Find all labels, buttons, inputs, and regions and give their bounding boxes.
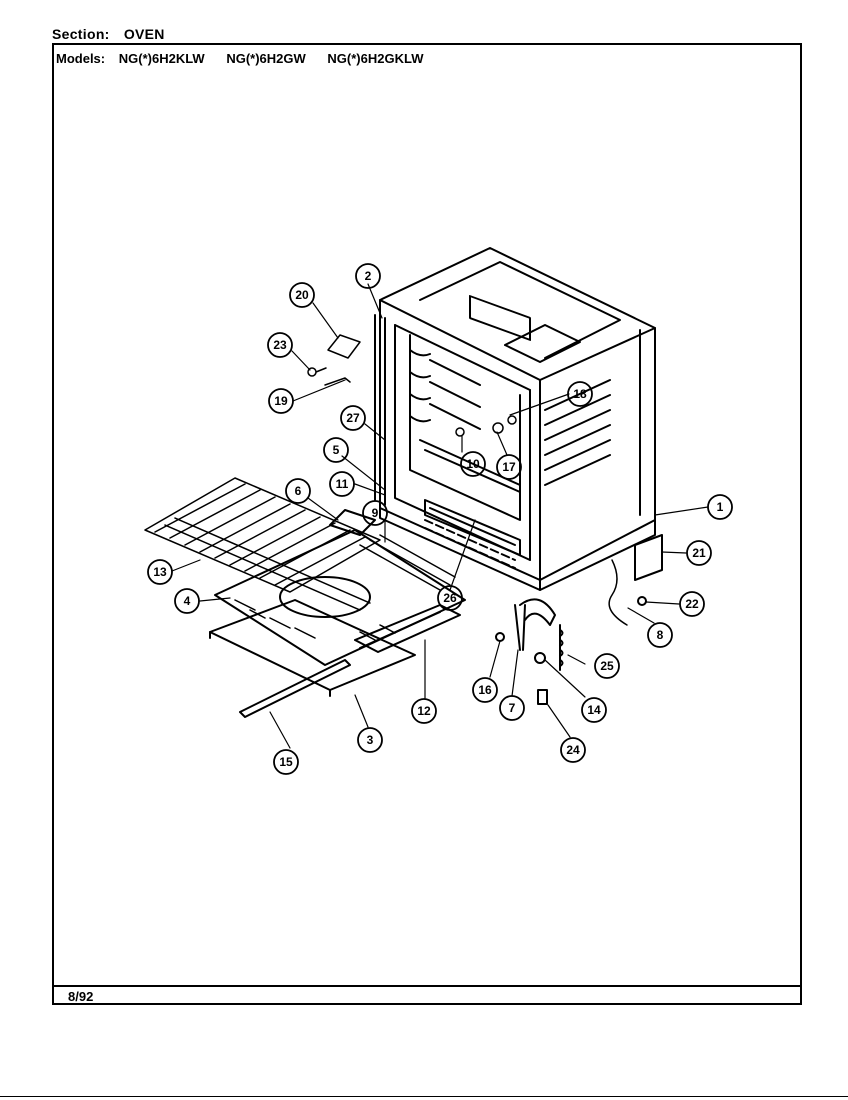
callout-number: 22: [685, 597, 699, 611]
callout-16: 16: [472, 677, 498, 703]
callout-14: 14: [581, 697, 607, 723]
callout-number: 21: [692, 546, 706, 560]
lower-panel: [209, 599, 416, 697]
page-bottom-divider: [0, 1096, 848, 1097]
callout-7: 7: [499, 695, 525, 721]
side-bracket: [608, 534, 663, 626]
callout-21: 21: [686, 540, 712, 566]
door-hinge: [495, 598, 564, 705]
callout-number: 27: [346, 411, 360, 425]
ignitor-parts: [307, 334, 361, 386]
callout-number: 9: [372, 506, 379, 520]
callout-23: 23: [267, 332, 293, 358]
callout-number: 10: [466, 457, 480, 471]
burner-shield: [329, 509, 376, 536]
callout-17: 17: [496, 454, 522, 480]
models-label: Models:: [56, 51, 106, 66]
callout-11: 11: [329, 471, 355, 497]
section-label: Section:: [52, 26, 110, 42]
callout-number: 16: [478, 683, 492, 697]
callout-25: 25: [594, 653, 620, 679]
callout-number: 12: [417, 704, 431, 718]
oven-rack: [144, 477, 381, 611]
callout-15: 15: [273, 749, 299, 775]
callout-number: 26: [443, 591, 457, 605]
callout-22: 22: [679, 591, 705, 617]
callout-number: 7: [509, 701, 516, 715]
callout-4: 4: [174, 588, 200, 614]
callout-5: 5: [323, 437, 349, 463]
callout-number: 19: [274, 394, 288, 408]
callout-19: 19: [268, 388, 294, 414]
callout-number: 15: [279, 755, 293, 769]
callout-number: 23: [273, 338, 287, 352]
section-value: OVEN: [123, 26, 165, 42]
leader-lines: [171, 283, 709, 749]
footer-date: 8/92: [68, 989, 94, 1004]
callouts: 1 2 3 4 5 6 7 8 9 10 11 12 13 14 15 16 1…: [147, 263, 733, 775]
callout-number: 20: [295, 288, 309, 302]
model-number: NG(*)6H2GKLW: [327, 51, 424, 66]
callout-number: 3: [367, 733, 374, 747]
callout-8: 8: [647, 622, 673, 648]
oven-bottom: [214, 529, 466, 666]
callout-13: 13: [147, 559, 173, 585]
thermostat-parts: [455, 415, 517, 437]
callout-number: 5: [333, 443, 340, 457]
callout-number: 25: [600, 659, 614, 673]
callout-number: 4: [184, 594, 191, 608]
diagram-frame: Models: NG(*)6H2KLW NG(*)6H2GW NG(*)6H2G…: [52, 43, 802, 1005]
front-frame: [374, 314, 386, 506]
footer-divider: [54, 985, 800, 987]
callout-6: 6: [285, 478, 311, 504]
callout-number: 14: [587, 703, 601, 717]
callout-24: 24: [560, 737, 586, 763]
callout-9: 9: [362, 500, 388, 526]
callout-number: 11: [336, 477, 349, 491]
model-number: NG(*)6H2GW: [226, 51, 306, 66]
models-header: Models: NG(*)6H2KLW NG(*)6H2GW NG(*)6H2G…: [56, 51, 441, 66]
slide-rail: [239, 659, 351, 718]
callout-number: 13: [153, 565, 167, 579]
callout-number: 8: [657, 628, 664, 642]
callout-12: 12: [411, 698, 437, 724]
callout-18: 18: [567, 381, 593, 407]
callout-27: 27: [340, 405, 366, 431]
callout-number: 24: [566, 743, 580, 757]
callout-20: 20: [289, 282, 315, 308]
callout-number: 6: [295, 484, 302, 498]
callout-26: 26: [437, 585, 463, 611]
section-header: Section: OVEN: [52, 26, 165, 42]
callout-number: 18: [573, 387, 587, 401]
broiler-pan: [354, 604, 461, 653]
model-number: NG(*)6H2KLW: [118, 51, 205, 66]
callout-number: 2: [365, 269, 372, 283]
callout-1: 1: [707, 494, 733, 520]
callout-number: 1: [717, 500, 724, 514]
callout-3: 3: [357, 727, 383, 753]
callout-10: 10: [460, 451, 486, 477]
callout-2: 2: [355, 263, 381, 289]
callout-number: 17: [502, 460, 516, 474]
